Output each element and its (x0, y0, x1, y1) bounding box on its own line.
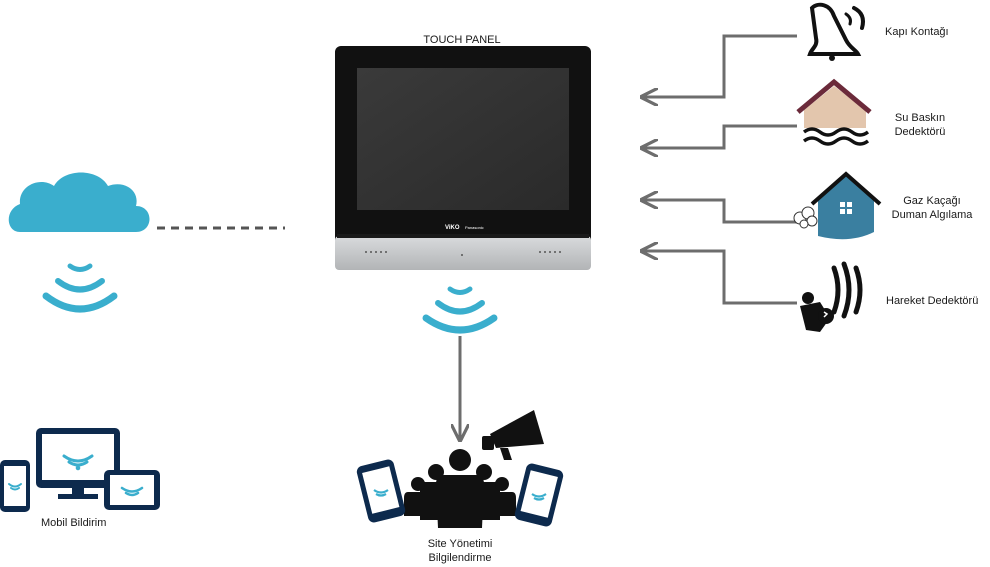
arrow-gaz (642, 200, 797, 224)
sensor-label-kapi: Kapı Kontağı (885, 25, 949, 39)
phone-right-icon (514, 463, 564, 527)
site-label-line: Bilgilendirme (428, 552, 492, 564)
wifi-icon-panel (422, 286, 498, 334)
megaphone-icon (482, 410, 544, 460)
touch-panel-device: ViKO Panasonic (335, 46, 591, 270)
touch-panel-title: TOUCH PANEL (423, 34, 501, 46)
sensor-label-line: Kapı Kontağı (885, 26, 949, 38)
site-management-label: Site Yönetimi Bilgilendirme (405, 537, 515, 565)
mobile-devices-icon (0, 428, 160, 512)
people-group-icon (404, 449, 516, 528)
motion-thief-icon (800, 261, 863, 332)
cloud-icon (8, 172, 150, 232)
phone-left-icon (356, 459, 406, 523)
sensor-label-su: Su Baskın Dedektörü (885, 111, 955, 139)
smoke-house-icon (793, 171, 882, 240)
sensor-label-line: Gaz Kaçağı (903, 195, 961, 207)
sensor-label-line: Dedektörü (894, 126, 946, 138)
sensor-label-line: Hareket Dedektörü (886, 295, 979, 307)
sensor-label-hareket: Hareket Dedektörü (886, 294, 978, 308)
wifi-icon-cloud (42, 263, 118, 313)
site-label-line: Site Yönetimi (427, 538, 493, 550)
arrow-kapi (642, 34, 797, 97)
arrow-hareket (642, 251, 797, 305)
mobile-notification-label: Mobil Bildirim (41, 517, 107, 529)
sensor-label-line: Duman Algılama (891, 209, 973, 221)
arrow-su (642, 124, 797, 148)
panel-brand: ViKO (445, 225, 460, 231)
doorbell-icon (807, 2, 865, 61)
sensor-label-line: Su Baskın (894, 112, 946, 124)
panel-sub-brand: Panasonic (465, 225, 484, 230)
flood-house-icon (796, 78, 872, 146)
sensor-label-gaz: Gaz Kaçağı Duman Algılama (877, 194, 987, 222)
